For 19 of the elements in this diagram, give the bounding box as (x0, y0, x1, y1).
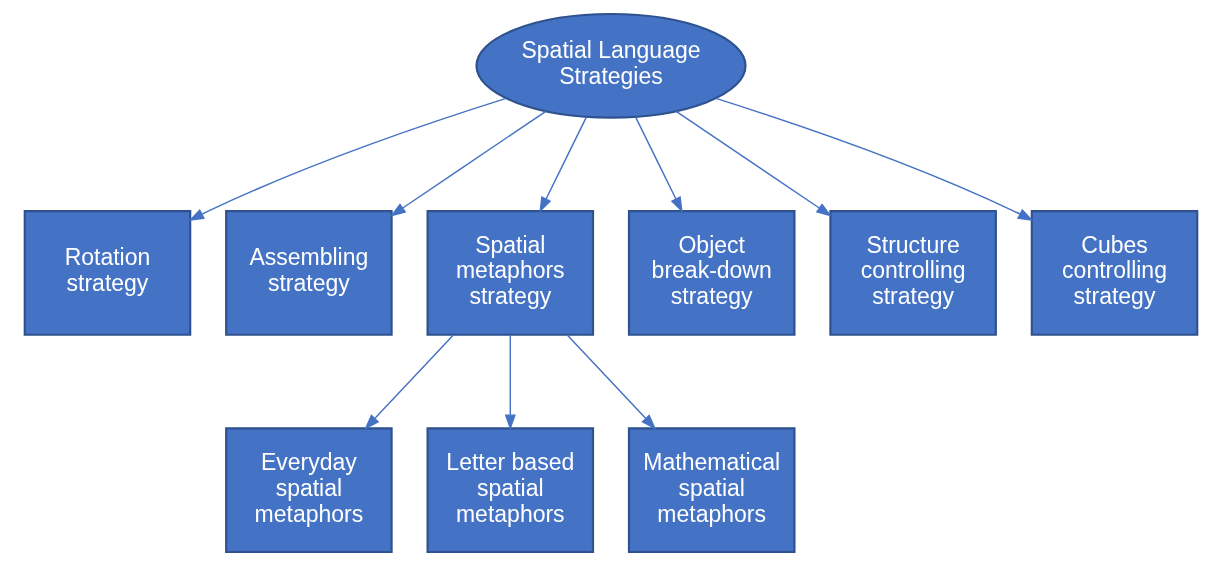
node-box: Everyday spatial metaphors (225, 427, 393, 554)
arrow (566, 334, 657, 430)
node-box: Letter based spatial metaphors (426, 427, 595, 554)
node-ellipse: Spatial Language Strategies (475, 12, 747, 119)
node-box: Object break-down strategy (627, 210, 796, 336)
arrow (634, 116, 683, 213)
arrow (188, 97, 507, 222)
node-box: Cubes controlling strategy (1030, 210, 1199, 336)
node-box: Structure controlling strategy (829, 210, 997, 336)
arrow (715, 97, 1034, 222)
arrow (504, 334, 516, 431)
node-box: Rotation strategy (23, 210, 192, 336)
arrow (539, 116, 588, 213)
node-box: Spatial metaphors strategy (426, 210, 595, 336)
node-box: Assembling strategy (225, 210, 393, 336)
arrow (675, 110, 832, 217)
arrow (364, 334, 454, 430)
node-box: Mathematical spatial metaphors (627, 427, 796, 554)
arrow (390, 110, 547, 217)
